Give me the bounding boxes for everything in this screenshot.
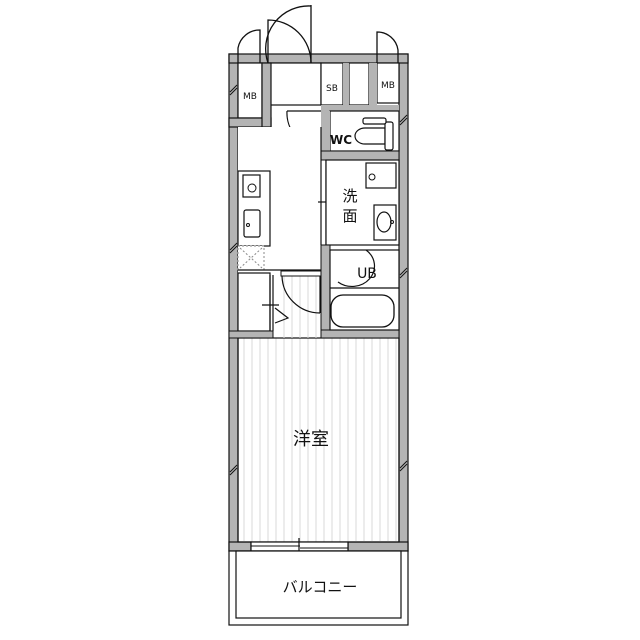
meter-box-right: MB <box>343 31 400 105</box>
entrance <box>265 5 322 106</box>
unit-bath: UB <box>320 244 400 339</box>
balcony: バルコニー <box>228 550 409 626</box>
toilet-label: WC <box>330 133 352 147</box>
meter-box-left-label: MB <box>243 92 257 102</box>
unit-bath-label: UB <box>357 266 377 282</box>
closet <box>228 270 322 339</box>
meter-box-right-label: MB <box>381 81 395 91</box>
kitchen <box>237 127 334 273</box>
room-door-swing <box>281 275 321 314</box>
washroom: 洗 面 <box>325 159 400 246</box>
bathtub-icon <box>330 294 395 328</box>
balcony-label: バルコニー <box>283 578 358 596</box>
fridge-space <box>237 245 265 271</box>
washroom-label-2: 面 <box>342 207 357 225</box>
washroom-label-1: 洗 <box>342 187 357 205</box>
stove-icon <box>242 174 261 198</box>
western-room-label: 洋室 <box>293 429 329 450</box>
toilet-room: WC <box>286 110 400 161</box>
washing-machine-space <box>365 162 397 189</box>
sink-icon <box>243 209 261 238</box>
shoe-box: SB <box>320 62 370 106</box>
meter-box-left: MB <box>228 29 272 128</box>
shoe-box-label: SB <box>326 84 338 94</box>
